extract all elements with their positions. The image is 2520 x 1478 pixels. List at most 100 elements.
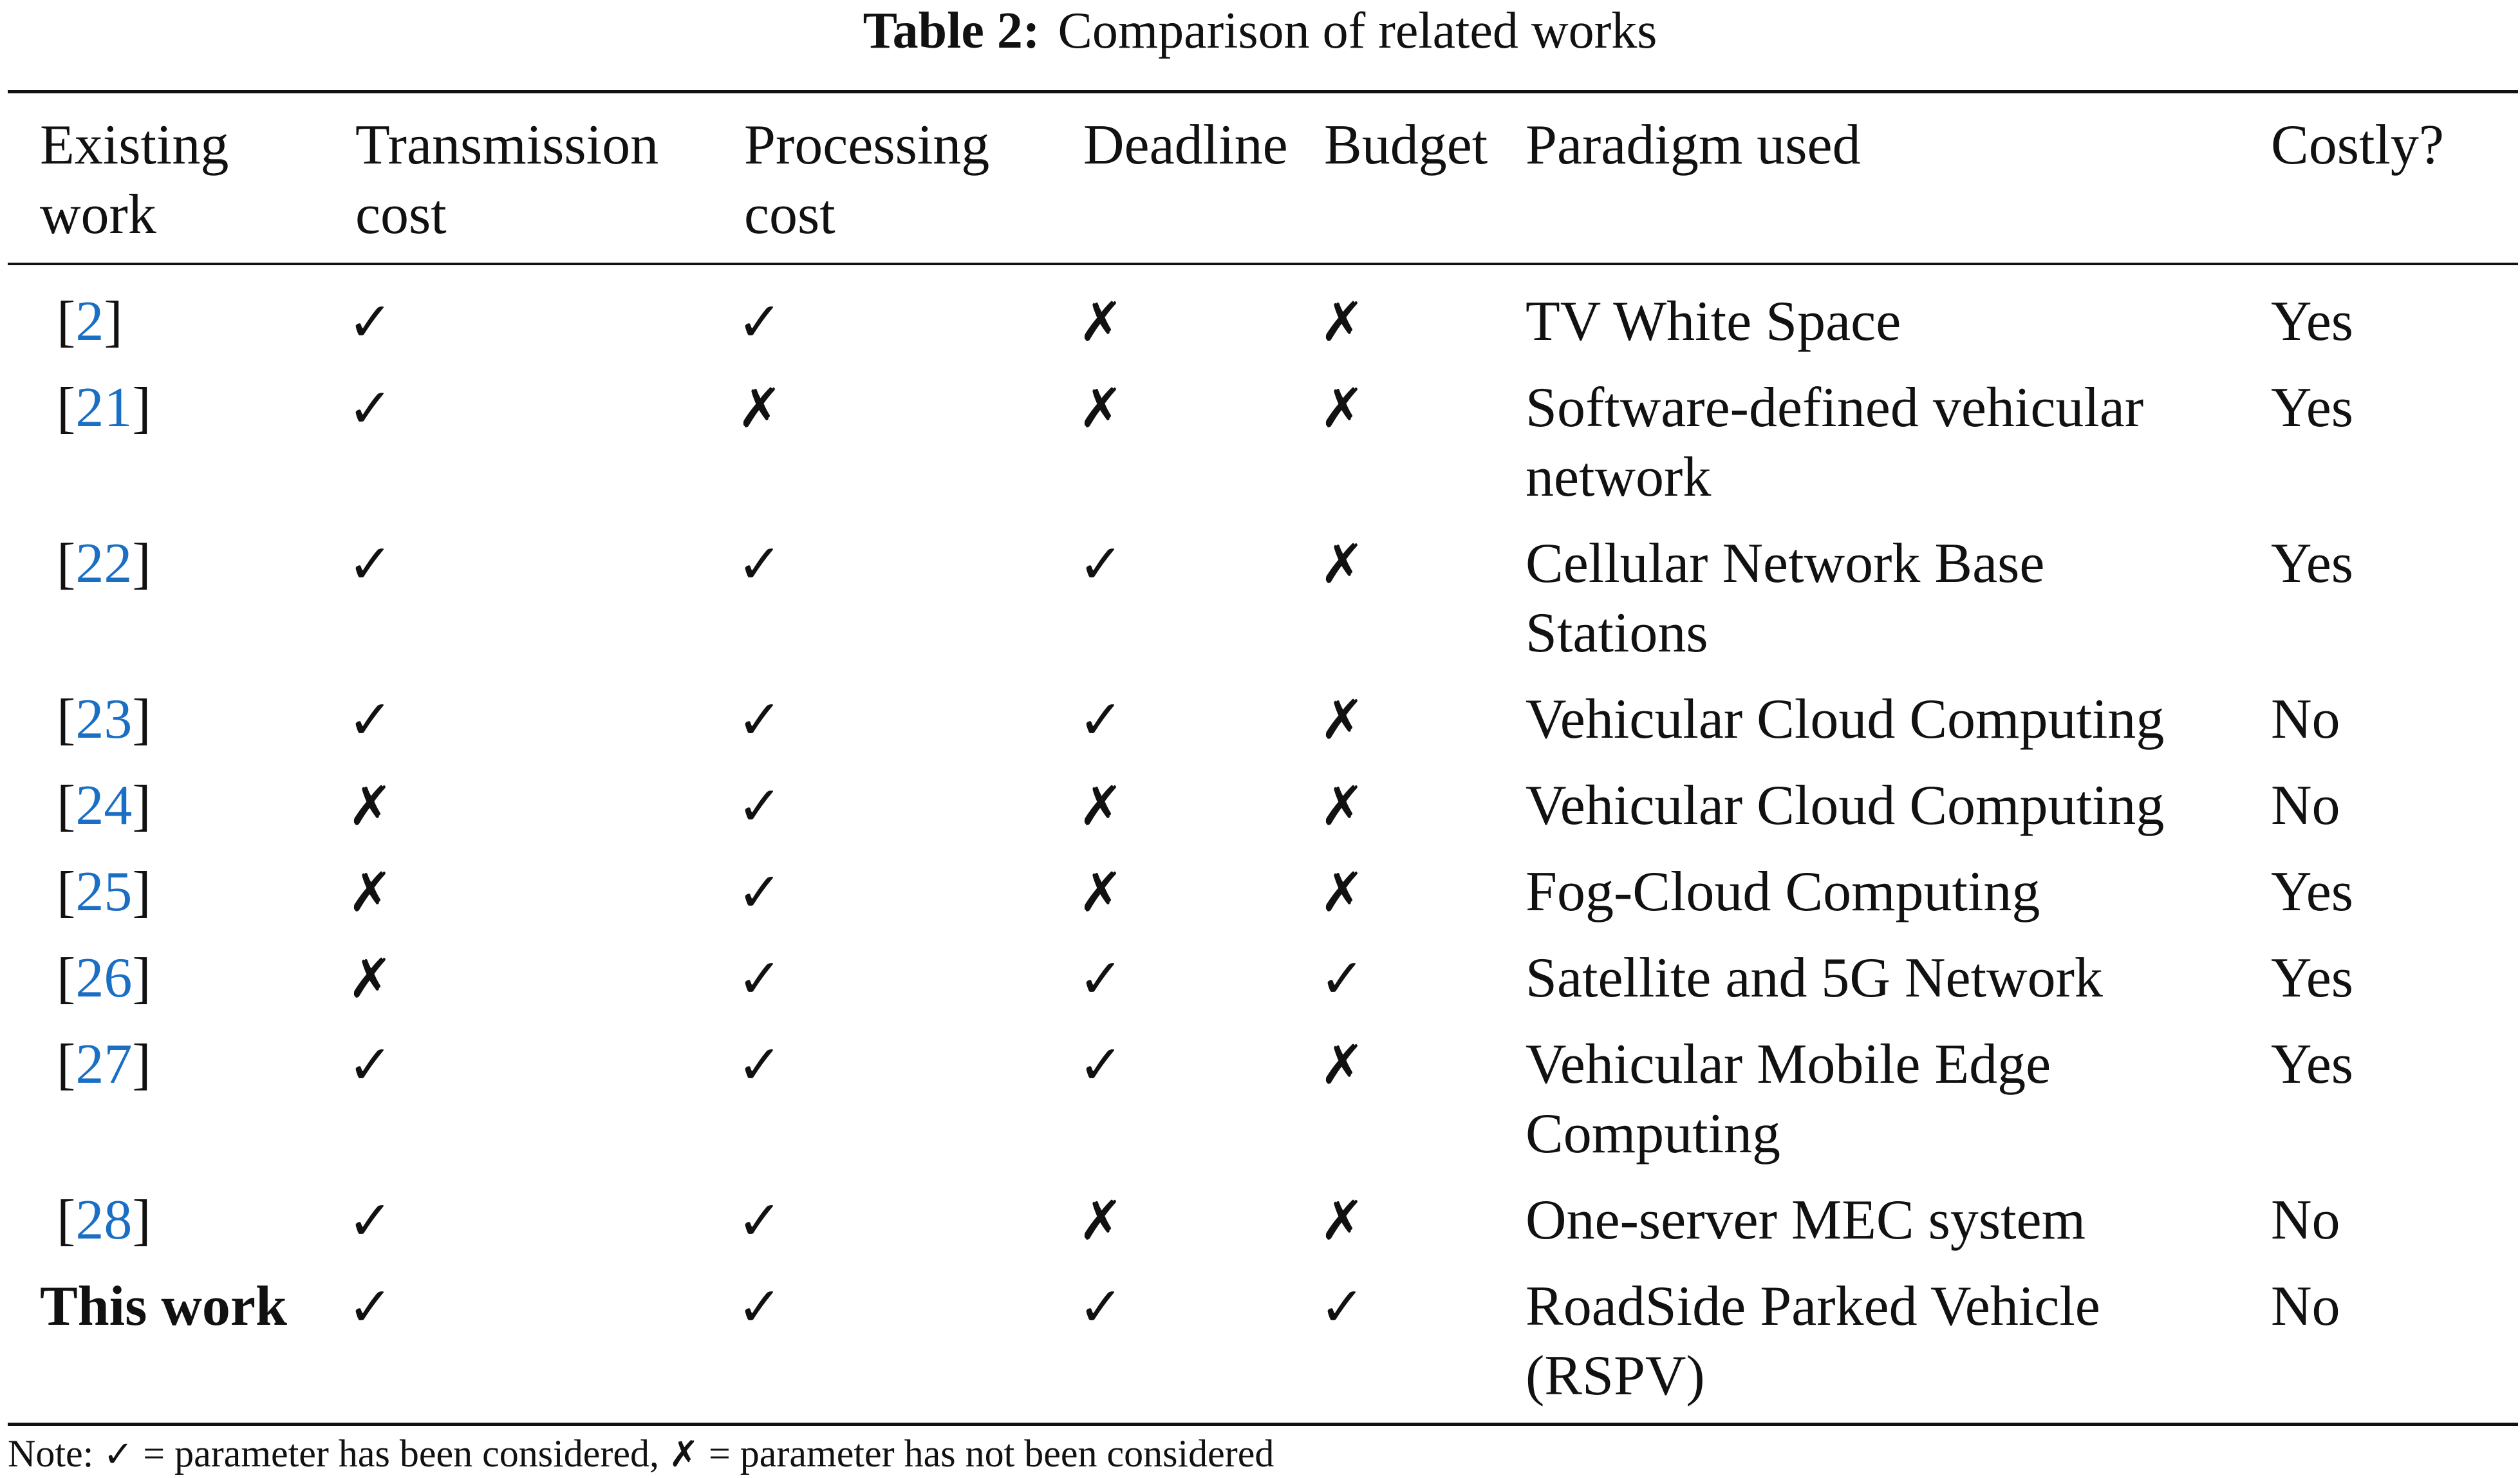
cross-icon: ✗ [1320,774,1365,837]
row-reference[interactable]: [23] [57,688,151,751]
cross-icon: ✗ [1320,1033,1365,1096]
check-icon: ✓ [737,290,783,353]
paradigm-line: (RSPV) [1526,1345,1705,1407]
row-label: This work [40,1275,287,1338]
paradigm-line: Vehicular Cloud Computing [1526,688,2165,751]
cross-icon: ✗ [1078,1189,1124,1252]
note-cross-text: = parameter has not been considered [708,1432,1274,1475]
paradigm-cell: Fog-Cloud Computing [1526,857,2040,927]
top-rule [8,90,2518,93]
citation-link[interactable]: 2 [75,290,104,353]
check-icon: ✓ [1078,1033,1124,1096]
citation-link[interactable]: 22 [75,532,133,595]
header-costly: Costly? [2271,114,2444,176]
row-reference[interactable]: [24] [57,774,151,837]
cross-icon: ✗ [1320,861,1365,924]
costly-cell: No [2271,1275,2340,1338]
paradigm-cell: One-server MEC system [1526,1186,2086,1255]
paradigm-cell: Vehicular Cloud Computing [1526,771,2164,841]
check-icon: ✓ [348,377,393,440]
row-reference[interactable]: [26] [57,947,151,1009]
check-icon: ✓ [737,861,783,924]
header-rule [8,263,2518,265]
costly-cell: Yes [2271,1033,2354,1096]
citation-link[interactable]: 23 [75,688,133,751]
cross-icon: ✗ [1078,774,1124,837]
paradigm-line: Computing [1526,1103,1781,1165]
cross-icon: ✗ [1320,532,1365,595]
check-icon: ✓ [348,1033,393,1096]
table-caption: Table 2:Comparison of related works [0,0,2520,62]
costly-cell: Yes [2271,377,2354,439]
check-icon: ✓ [737,532,783,595]
check-icon: ✓ [1078,532,1124,595]
paradigm-line: One-server MEC system [1526,1189,2086,1251]
check-icon: ✓ [1078,688,1124,751]
paradigm-line: TV White Space [1526,290,1901,353]
cross-icon: ✗ [1320,290,1365,353]
check-icon: ✓ [737,1189,783,1252]
check-icon: ✓ [348,688,393,751]
paradigm-line: Vehicular Mobile Edge [1526,1033,2051,1096]
paradigm-line: Software-defined vehicular [1526,377,2144,439]
costly-cell: No [2271,1189,2340,1251]
note-check-text: = parameter has been considered, [143,1432,660,1475]
citation-link[interactable]: 28 [75,1189,133,1251]
check-icon: ✓ [348,532,393,595]
check-icon: ✓ [348,290,393,353]
paradigm-line: Vehicular Cloud Computing [1526,774,2165,837]
paradigm-cell: Satellite and 5G Network [1526,944,2103,1013]
table-note: Note: ✓ = parameter has been considered,… [8,1430,1274,1478]
caption-text: Comparison of related works [1058,3,1657,59]
bottom-rule [8,1423,2518,1426]
citation-link[interactable]: 25 [75,861,133,923]
citation-link[interactable]: 24 [75,774,133,837]
row-reference[interactable]: [2] [57,290,123,353]
paradigm-line: Fog-Cloud Computing [1526,861,2040,923]
check-icon: ✓ [1078,1275,1124,1338]
row-reference[interactable]: [22] [57,532,151,595]
cross-icon: ✗ [348,861,393,924]
cross-icon: ✗ [1078,290,1124,353]
row-reference[interactable]: [28] [57,1189,151,1251]
check-icon: ✓ [1078,947,1124,1010]
citation-link[interactable]: 26 [75,947,133,1009]
paradigm-line: Satellite and 5G Network [1526,947,2103,1009]
paradigm-line: network [1526,446,1712,509]
check-icon: ✓ [737,774,783,837]
check-icon: ✓ [348,1275,393,1338]
header-budget: Budget [1324,114,1488,176]
costly-cell: Yes [2271,861,2354,923]
check-icon: ✓ [737,947,783,1010]
costly-cell: Yes [2271,290,2354,353]
paradigm-cell: Software-defined vehicular network [1526,373,2143,512]
citation-link[interactable]: 27 [75,1033,133,1096]
cross-icon: ✗ [1320,688,1365,751]
check-icon: ✓ [1320,1275,1365,1338]
cross-icon: ✗ [1078,861,1124,924]
paradigm-cell: TV White Space [1526,287,1901,357]
paradigm-line: Cellular Network Base [1526,532,2045,595]
costly-cell: No [2271,774,2340,837]
check-icon: ✓ [348,1189,393,1252]
costly-cell: Yes [2271,947,2354,1009]
paradigm-line: RoadSide Parked Vehicle [1526,1275,2100,1338]
cross-icon: ✗ [348,774,393,837]
check-icon: ✓ [737,1033,783,1096]
check-icon: ✓ [1320,947,1365,1010]
row-reference[interactable]: [21] [57,377,151,439]
row-reference[interactable]: [25] [57,861,151,923]
check-icon: ✓ [737,688,783,751]
paradigm-cell: RoadSide Parked Vehicle (RSPV) [1526,1272,2100,1411]
citation-link[interactable]: 21 [75,377,133,439]
cross-icon: ✗ [1320,1189,1365,1252]
paradigm-cell: Vehicular Cloud Computing [1526,685,2164,754]
costly-cell: No [2271,688,2340,751]
cross-icon: ✗ [737,377,783,440]
row-reference[interactable]: [27] [57,1033,151,1096]
